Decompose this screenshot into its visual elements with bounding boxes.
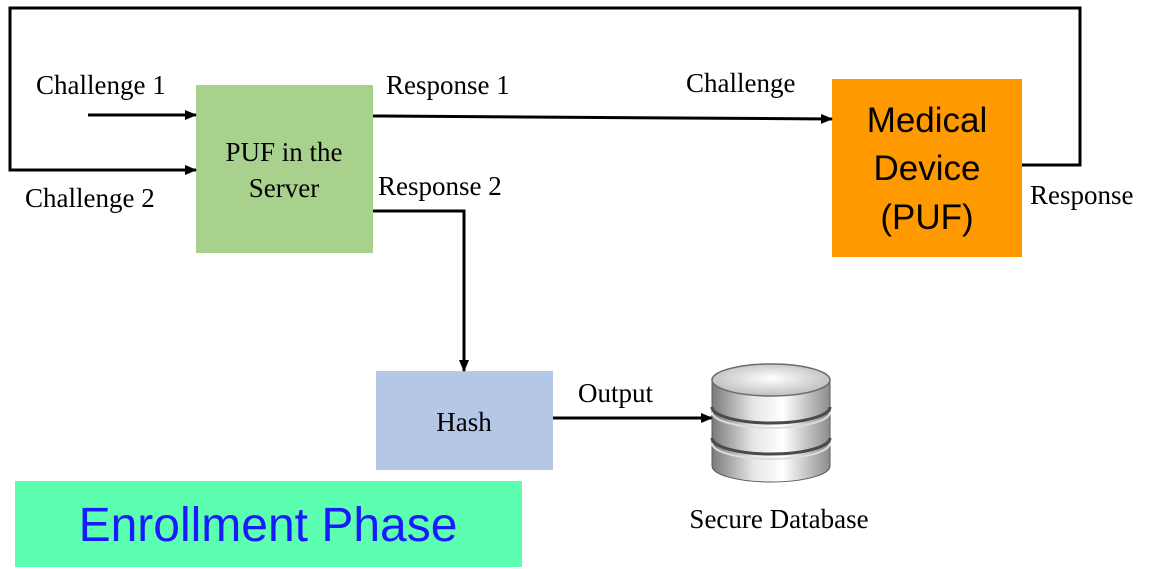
challenge-label: Challenge — [686, 68, 795, 98]
feedback-loop-wire — [8, 6, 1082, 175]
secure-database-label: Secure Database — [689, 504, 868, 534]
puf-server-box — [196, 85, 373, 253]
database-cylinder-icon — [710, 363, 832, 483]
medical-device-label-line1: Medical — [867, 101, 988, 140]
response-1-label: Response 1 — [386, 70, 510, 100]
medical-device-label-line3: (PUF) — [880, 198, 973, 237]
output-label: Output — [578, 378, 654, 408]
enrollment-phase-banner — [15, 481, 522, 567]
medical-device-label-line2: Device — [874, 149, 981, 188]
response-1-arrow — [372, 113, 833, 124]
response-label: Response — [1030, 180, 1134, 210]
enrollment-phase-label: Enrollment Phase — [79, 499, 458, 552]
hash-label: Hash — [436, 407, 492, 437]
puf-server-label-line2: Server — [249, 173, 319, 203]
challenge-1-label: Challenge 1 — [36, 70, 166, 100]
response-2-label: Response 2 — [378, 171, 502, 201]
challenge-2-label: Challenge 2 — [25, 183, 155, 213]
hash-box — [376, 371, 553, 470]
medical-device-box — [832, 79, 1022, 257]
puf-server-label-line1: PUF in the — [225, 137, 342, 167]
response-2-wire — [373, 209, 469, 372]
